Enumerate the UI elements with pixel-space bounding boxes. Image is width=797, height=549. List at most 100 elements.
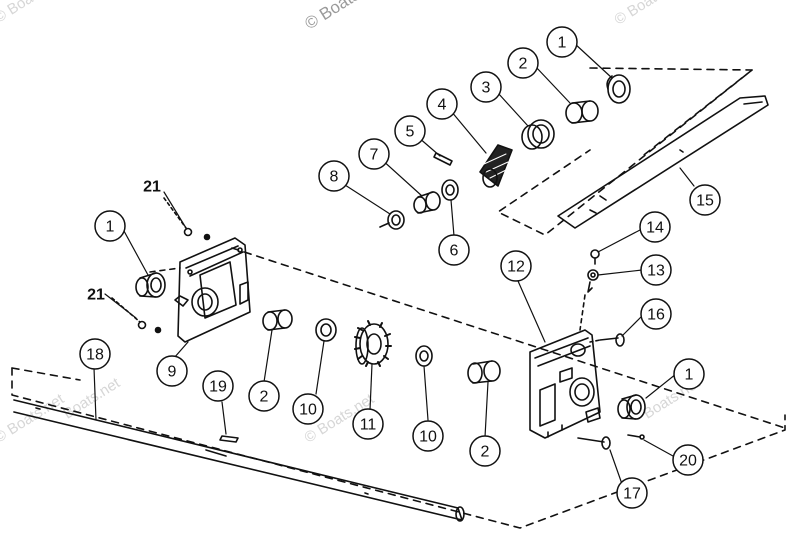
callout-number: 6: [450, 243, 459, 260]
callout-number: 15: [696, 193, 714, 210]
callout-number: 4: [438, 97, 447, 114]
callout-circle: [641, 299, 671, 329]
callout-circle: [617, 478, 647, 508]
callout-c12: 12: [501, 251, 531, 281]
callout-c10a: 10: [293, 394, 323, 424]
right-end-plate-part-12: [530, 330, 600, 438]
callout-circle: [501, 251, 531, 281]
callout-number: 1: [558, 35, 567, 52]
callout-circle: [203, 371, 233, 401]
washer-part-6: [442, 180, 458, 200]
sleeve-part-2-right: [468, 361, 500, 383]
bushing-part-1-right: [618, 395, 645, 419]
callout-number: 2: [481, 444, 490, 461]
callout-number: 17: [623, 486, 641, 503]
callout-c19: 19: [203, 371, 233, 401]
bearing-part-10-left: [316, 319, 336, 341]
callout-c9: 9: [157, 356, 187, 386]
callout-circle: [157, 356, 187, 386]
callout-circle: [470, 436, 500, 466]
upper-shaft: [558, 96, 768, 228]
bushing-part-1-top: [607, 75, 630, 103]
bolt-part-17: [578, 437, 610, 449]
callout-circle: [690, 185, 720, 215]
callout-circle: [427, 89, 457, 119]
callout-circle: [359, 139, 389, 169]
upper-shaft-frame: [498, 68, 752, 235]
callout-c10b: 10: [413, 421, 443, 451]
sleeve-part-7: [414, 192, 440, 213]
callout-number: 7: [370, 147, 379, 164]
leader-lines: [94, 43, 694, 484]
callout-number: 14: [646, 220, 664, 237]
callout-circle: [640, 212, 670, 242]
callout-number: 19: [209, 379, 227, 396]
sleeve-part-2-left: [263, 310, 292, 330]
callout-circle: [508, 48, 538, 78]
callout-circle: [249, 381, 279, 411]
lower-assembly-frame: [12, 248, 785, 528]
callout-c2c: 2: [470, 436, 500, 466]
callout-number: 3: [482, 80, 491, 97]
sleeve-part-2-top: [566, 101, 598, 123]
bearing-part-10-right: [416, 346, 432, 366]
worm-gear-part-4: [480, 145, 512, 187]
callout-number: 1: [685, 367, 694, 384]
gear-part-11: [355, 321, 391, 366]
callout-c1b: 1: [674, 359, 704, 389]
callout-c3: 3: [471, 72, 501, 102]
callout-c1c: 1: [95, 211, 125, 241]
callout-number: 13: [647, 263, 665, 280]
callout-circle: [413, 421, 443, 451]
pin-part-20: [628, 435, 644, 439]
callout-c8: 8: [319, 161, 349, 191]
callout-c18: 18: [80, 339, 110, 369]
callout-number: 12: [507, 259, 525, 276]
callout-circle: [95, 211, 125, 241]
callout-c7: 7: [359, 139, 389, 169]
callout-circle: [674, 359, 704, 389]
callout-circle: [641, 255, 671, 285]
callout-number: 18: [86, 347, 104, 364]
callout-circle: [439, 235, 469, 265]
callout-circle: [673, 445, 703, 475]
callout-number: 21: [143, 179, 161, 196]
bushing-part-1-left: [136, 273, 165, 297]
callout-circle: [293, 394, 323, 424]
lower-shaft: [14, 400, 464, 521]
callout-circle: [80, 339, 110, 369]
callout-c15: 15: [690, 185, 720, 215]
callout-c6: 6: [439, 235, 469, 265]
pin-part-5: [434, 153, 452, 165]
screw-part-14: [591, 250, 599, 264]
callout-number: 1: [106, 219, 115, 236]
callout-c4: 4: [427, 89, 457, 119]
callout-c1a: 1: [547, 27, 577, 57]
callout-c5: 5: [395, 116, 425, 146]
callout-number: 20: [679, 453, 697, 470]
callout-c13: 13: [641, 255, 671, 285]
callout-c16: 16: [641, 299, 671, 329]
callout-number: 2: [519, 56, 528, 73]
callout-number: 2: [260, 389, 269, 406]
key-part-19: [220, 436, 238, 442]
callout-number: 5: [406, 124, 415, 141]
left-end-plate-part-9: [150, 238, 250, 342]
bearing-part-3: [522, 120, 554, 149]
callout-c2b: 2: [249, 381, 279, 411]
callout-number: 8: [330, 169, 339, 186]
callout-circle: [319, 161, 349, 191]
callout-number: 9: [168, 364, 177, 381]
callout-circle: [471, 72, 501, 102]
callout-circle: [353, 409, 383, 439]
callout-c21a: 21: [143, 179, 161, 196]
callout-c20: 20: [673, 445, 703, 475]
screw-part-21-bottom: [112, 298, 161, 333]
callout-c21b: 21: [87, 287, 105, 304]
callout-number: 10: [419, 429, 437, 446]
nut-part-13: [580, 270, 598, 330]
callout-c11: 11: [353, 409, 383, 439]
callout-labels: 1234567815141312161201712121921011102181…: [80, 27, 720, 508]
